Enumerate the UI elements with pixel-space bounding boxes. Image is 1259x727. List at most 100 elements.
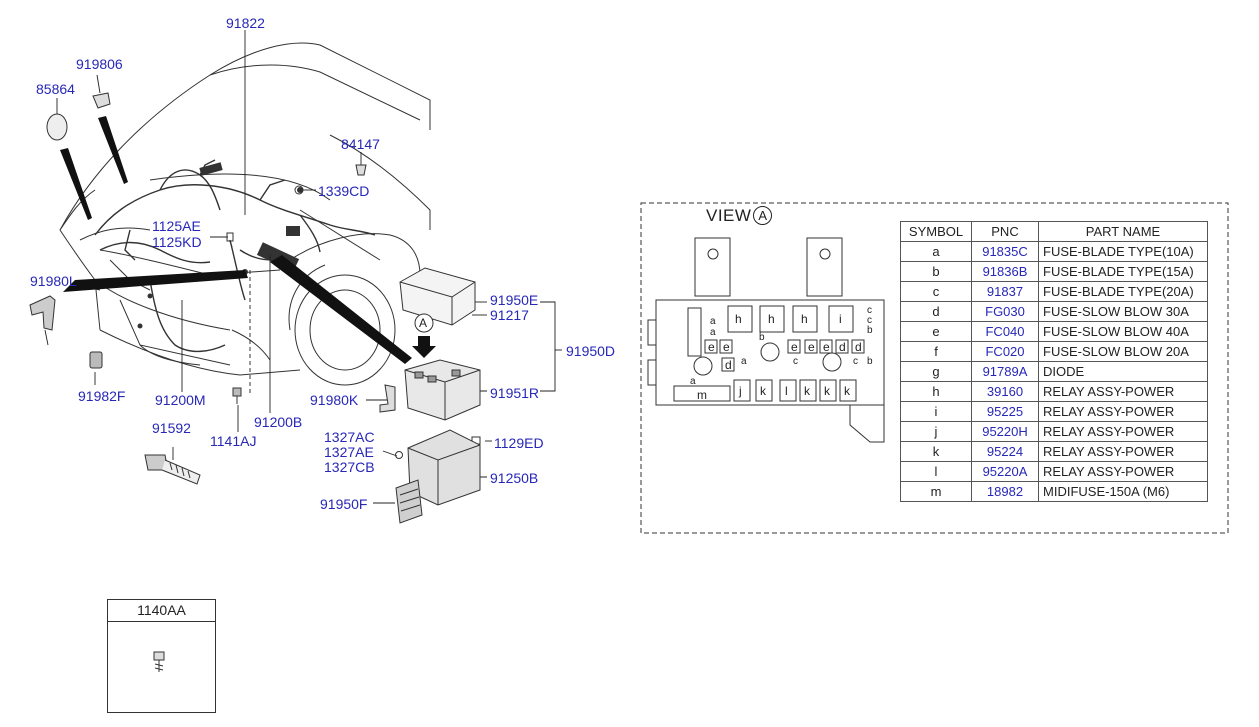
grommet-85864 (46, 113, 68, 141)
nut-1339CD (294, 185, 304, 195)
row-pnc[interactable]: 91836B (971, 261, 1039, 282)
row-pnc[interactable]: 91837 (971, 281, 1039, 302)
bolt-1141AJ (232, 387, 242, 404)
row-part-name: FUSE-BLADE TYPE(20A) (1038, 281, 1208, 302)
row-symbol: e (900, 321, 972, 342)
slot-m: m (697, 388, 707, 402)
view-arrow-marker: A (419, 316, 428, 330)
row-pnc[interactable]: 91789A (971, 361, 1039, 382)
view-arrow (412, 313, 436, 358)
table-header-row: SYMBOL PNC PART NAME (900, 221, 1208, 242)
slot-e-4: e (823, 340, 830, 354)
row-symbol: h (900, 381, 972, 402)
connector-91592 (144, 454, 201, 485)
row-pnc[interactable]: 18982 (971, 481, 1039, 502)
row-pnc[interactable]: 39160 (971, 381, 1039, 402)
connector-91982F (89, 351, 103, 369)
row-pnc[interactable]: FC040 (971, 321, 1039, 342)
row-pnc[interactable]: FG030 (971, 301, 1039, 322)
slot-k-1: k (760, 384, 766, 398)
row-pnc[interactable]: 95224 (971, 441, 1039, 462)
row-part-name: RELAY ASSY-POWER (1038, 461, 1208, 482)
row-pnc[interactable]: 95225 (971, 401, 1039, 422)
slot-e-1: e (708, 340, 715, 354)
slot-b-1: b (867, 325, 873, 336)
row-symbol: i (900, 401, 972, 422)
nut-1327AE (395, 451, 403, 459)
slot-e-2: e (791, 340, 798, 354)
callout-91200M: 91200M (155, 392, 206, 408)
slot-a-3: a (690, 376, 696, 387)
callout-1327AC: 1327AC (324, 429, 375, 445)
callout-84147: 84147 (341, 136, 380, 152)
row-pnc[interactable]: 95220A (971, 461, 1039, 482)
slot-c-4: c (793, 356, 798, 367)
view-marker: A (753, 206, 773, 225)
fusebox-cover-91950E (399, 267, 476, 326)
callout-1129ED: 1129ED (494, 435, 544, 451)
slot-a-4: a (741, 356, 747, 367)
row-pnc[interactable]: 95220H (971, 421, 1039, 442)
slot-k-3: k (824, 384, 830, 398)
slot-f: e (723, 340, 730, 354)
row-part-name: MIDIFUSE-150A (M6) (1038, 481, 1208, 502)
header-part-name: PART NAME (1038, 221, 1208, 242)
callout-1327CB: 1327CB (324, 459, 375, 475)
row-part-name: DIODE (1038, 361, 1208, 382)
clip-84147 (355, 164, 367, 176)
part-box-label: 1140AA (108, 600, 215, 622)
row-symbol: f (900, 341, 972, 362)
slot-j: j (739, 384, 742, 398)
slot-i: i (839, 312, 842, 326)
row-part-name: FUSE-BLADE TYPE(10A) (1038, 241, 1208, 262)
row-pnc[interactable]: FC020 (971, 341, 1039, 362)
callout-1339CD: 1339CD (318, 183, 370, 199)
slot-a-1: a (710, 316, 716, 327)
callout-919806: 919806 (76, 56, 123, 72)
slot-d-3: d (725, 358, 732, 372)
part-box-1140AA: 1140AA (107, 599, 216, 713)
slot-b-2: b (759, 332, 765, 343)
row-part-name: FUSE-BLADE TYPE(15A) (1038, 261, 1208, 282)
callout-91592: 91592 (152, 420, 191, 436)
row-pnc[interactable]: 91835C (971, 241, 1039, 262)
fusebox-91951R (404, 359, 481, 421)
slot-a-2: a (710, 327, 716, 338)
wedge-leaders (60, 116, 412, 364)
row-part-name: RELAY ASSY-POWER (1038, 441, 1208, 462)
view-a-frame (640, 202, 1229, 534)
row-part-name: FUSE-SLOW BLOW 20A (1038, 341, 1208, 362)
row-part-name: RELAY ASSY-POWER (1038, 401, 1208, 422)
slot-l: l (785, 384, 788, 398)
slot-b-3: b (867, 356, 873, 367)
callout-91822: 91822 (226, 15, 265, 31)
fusebox-top-view (647, 237, 885, 443)
callout-91217: 91217 (490, 307, 529, 323)
callout-91980K: 91980K (310, 392, 359, 408)
slot-c-1: c (867, 305, 872, 316)
slot-k-2: k (804, 384, 810, 398)
row-symbol: c (900, 281, 972, 302)
row-symbol: m (900, 481, 972, 502)
slot-k-4: k (844, 384, 850, 398)
slot-h-2: h (768, 312, 775, 326)
callout-91200B: 91200B (254, 414, 303, 430)
callout-91982F: 91982F (78, 388, 126, 404)
row-symbol: b (900, 261, 972, 282)
header-symbol: SYMBOL (900, 221, 972, 242)
bracket-91980L (29, 295, 56, 331)
callout-1327AE: 1327AE (324, 444, 374, 460)
leader-lines (44, 30, 562, 504)
callout-1125KD: 1125KD (152, 234, 202, 250)
row-part-name: RELAY ASSY-POWER (1038, 421, 1208, 442)
